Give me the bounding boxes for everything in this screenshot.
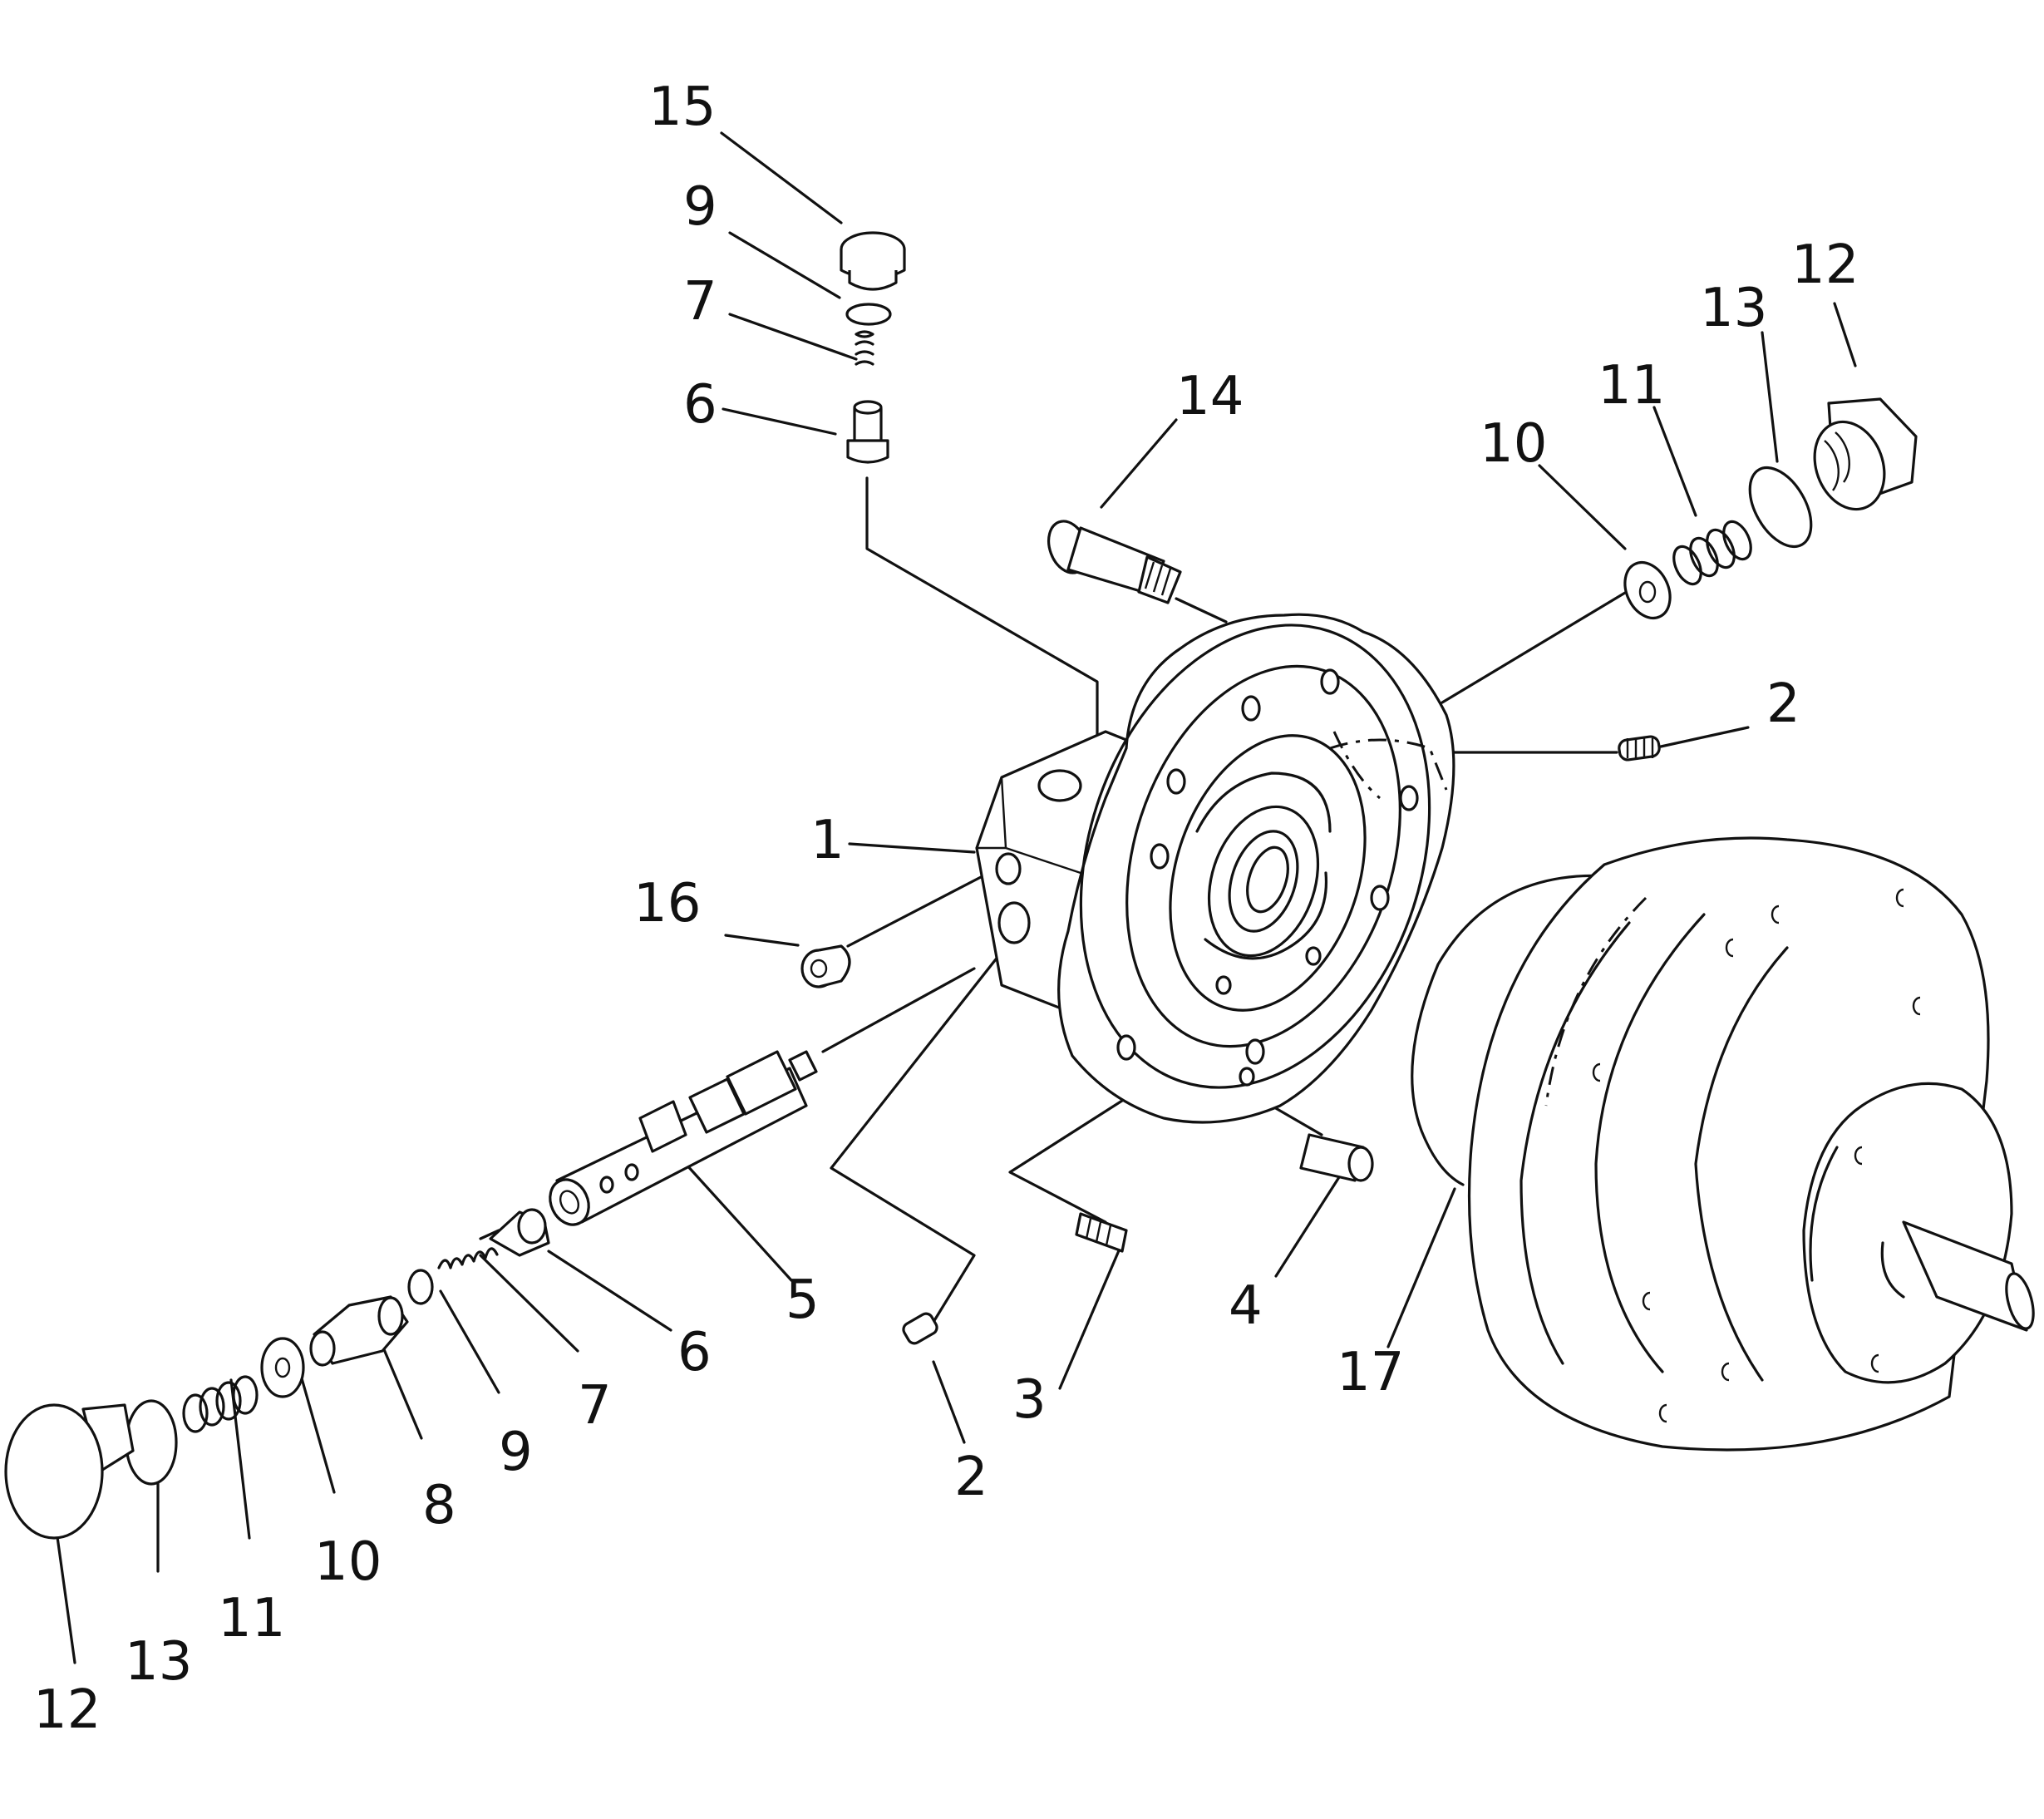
callout-7-lower: 7 (578, 1375, 612, 1437)
part-16-plug (800, 944, 851, 988)
part-3-pin (1075, 1212, 1128, 1253)
part-13-o-ring-lower (125, 1399, 178, 1486)
callout-9-upper: 9 (683, 176, 717, 238)
part-17-gasket (1411, 874, 1623, 1186)
callout-13-lower: 13 (125, 1631, 192, 1693)
part-8-valve-seat (309, 1295, 409, 1367)
callout-12-upper: 12 (1791, 234, 1859, 296)
callout-9-lower: 9 (499, 1422, 533, 1483)
part-15-plug (840, 231, 906, 291)
callout-1: 1 (810, 810, 845, 871)
part-17-housing (1467, 836, 2035, 1452)
part-7-spring-upper (855, 330, 874, 366)
part-11-spring-upper (1672, 520, 1752, 586)
part-6-poppet-upper (846, 400, 889, 464)
part-9-o-ring-upper (845, 303, 892, 326)
callout-labels: 15 9 7 6 14 12 13 11 10 2 1 16 5 6 7 9 8… (33, 76, 1859, 1741)
part-5-spool (549, 1050, 818, 1226)
part-9-o-ring-lower (407, 1269, 434, 1305)
callout-13-upper: 13 (1700, 278, 1767, 339)
callout-15: 15 (648, 76, 716, 138)
leader-lines (52, 131, 1857, 1664)
part-10-washer-upper (1623, 560, 1672, 620)
callout-10-lower: 10 (314, 1531, 382, 1593)
callout-5: 5 (786, 1269, 820, 1331)
part-7-spring-lower (437, 1247, 499, 1269)
part-6-poppet-lower (479, 1208, 550, 1257)
part-12-plug-lower (4, 1403, 135, 1540)
part-2-plug-upper (1618, 735, 1661, 762)
callout-2-lower: 2 (954, 1447, 988, 1508)
callout-12-lower: 12 (33, 1679, 101, 1741)
part-13-o-ring-upper (1748, 466, 1813, 549)
part-4-dowel (1299, 1133, 1374, 1182)
callout-11-lower: 11 (218, 1588, 285, 1649)
callout-17: 17 (1337, 1342, 1404, 1403)
callout-3: 3 (1012, 1369, 1047, 1431)
callout-10-upper: 10 (1480, 413, 1547, 475)
callout-16: 16 (633, 873, 701, 934)
part-2-plug-lower (902, 1312, 938, 1345)
part-1-pump-body (975, 613, 1455, 1124)
callout-8: 8 (422, 1475, 456, 1536)
callout-7-upper: 7 (683, 271, 717, 333)
part-10-washer-lower (260, 1337, 305, 1398)
part-14-bolt (1047, 520, 1182, 604)
part-12-plug-upper (1813, 397, 1918, 511)
callout-4: 4 (1229, 1275, 1263, 1337)
callout-14: 14 (1176, 366, 1244, 427)
callout-11-upper: 11 (1598, 355, 1665, 417)
callout-6-upper: 6 (683, 374, 717, 436)
callout-6-lower: 6 (677, 1322, 712, 1383)
callout-2-upper: 2 (1766, 673, 1800, 735)
part-11-spring-lower (182, 1375, 259, 1433)
